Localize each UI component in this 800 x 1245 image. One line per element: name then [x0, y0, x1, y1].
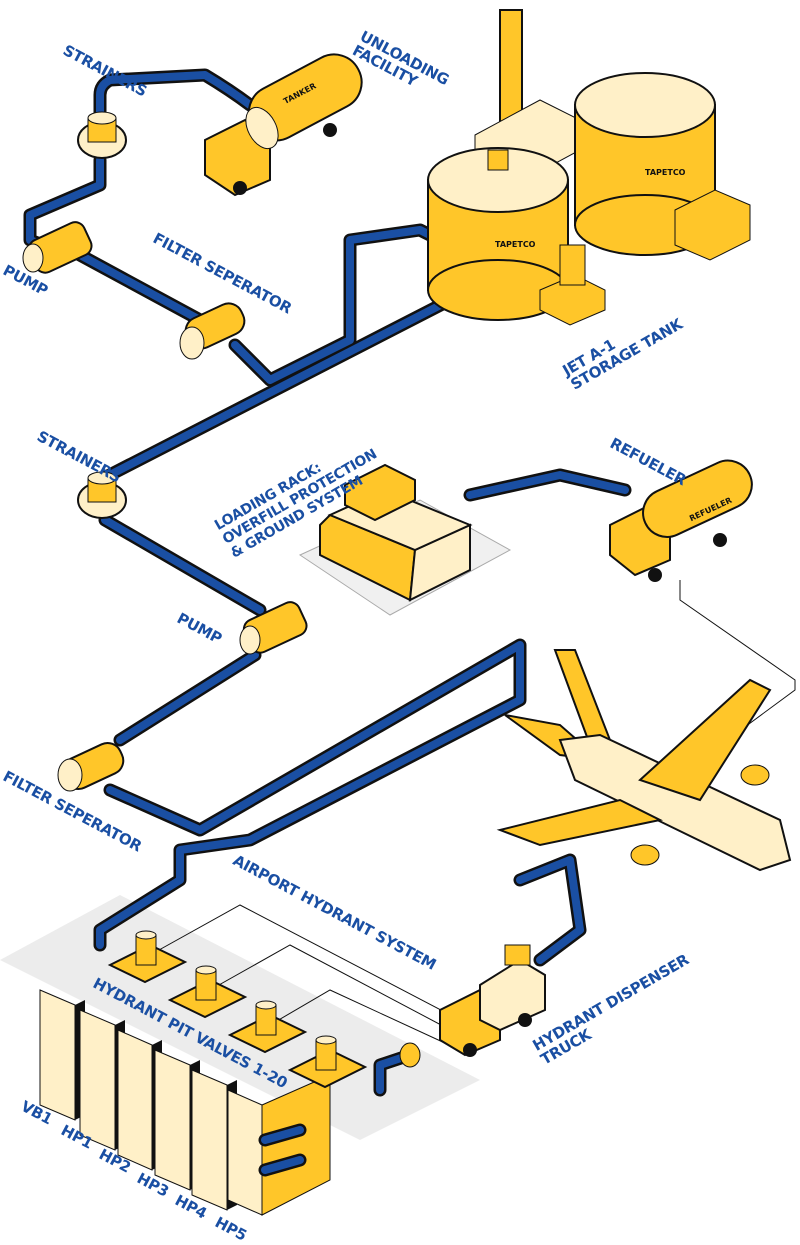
tank-tag-1: TAPETCO [495, 240, 536, 249]
filter-top [179, 302, 246, 360]
hydrant-dispenser-truck [439, 944, 546, 1057]
airplane [496, 649, 792, 872]
refueler-truck [609, 459, 753, 582]
hydrant-platform [0, 895, 480, 1140]
strainer-mid [77, 471, 127, 519]
signal-lines [149, 580, 796, 1051]
strainer-top [77, 111, 127, 159]
pit-columns [39, 989, 331, 1216]
filter-mid [57, 742, 125, 792]
tanker-truck [204, 53, 363, 197]
pump-mid [239, 601, 308, 655]
storage-tanks [427, 9, 751, 326]
tank-tag-2: TAPETCO [645, 168, 686, 177]
pit-valves [107, 930, 421, 1089]
loading-rack [298, 463, 512, 616]
pump-top [22, 221, 93, 274]
